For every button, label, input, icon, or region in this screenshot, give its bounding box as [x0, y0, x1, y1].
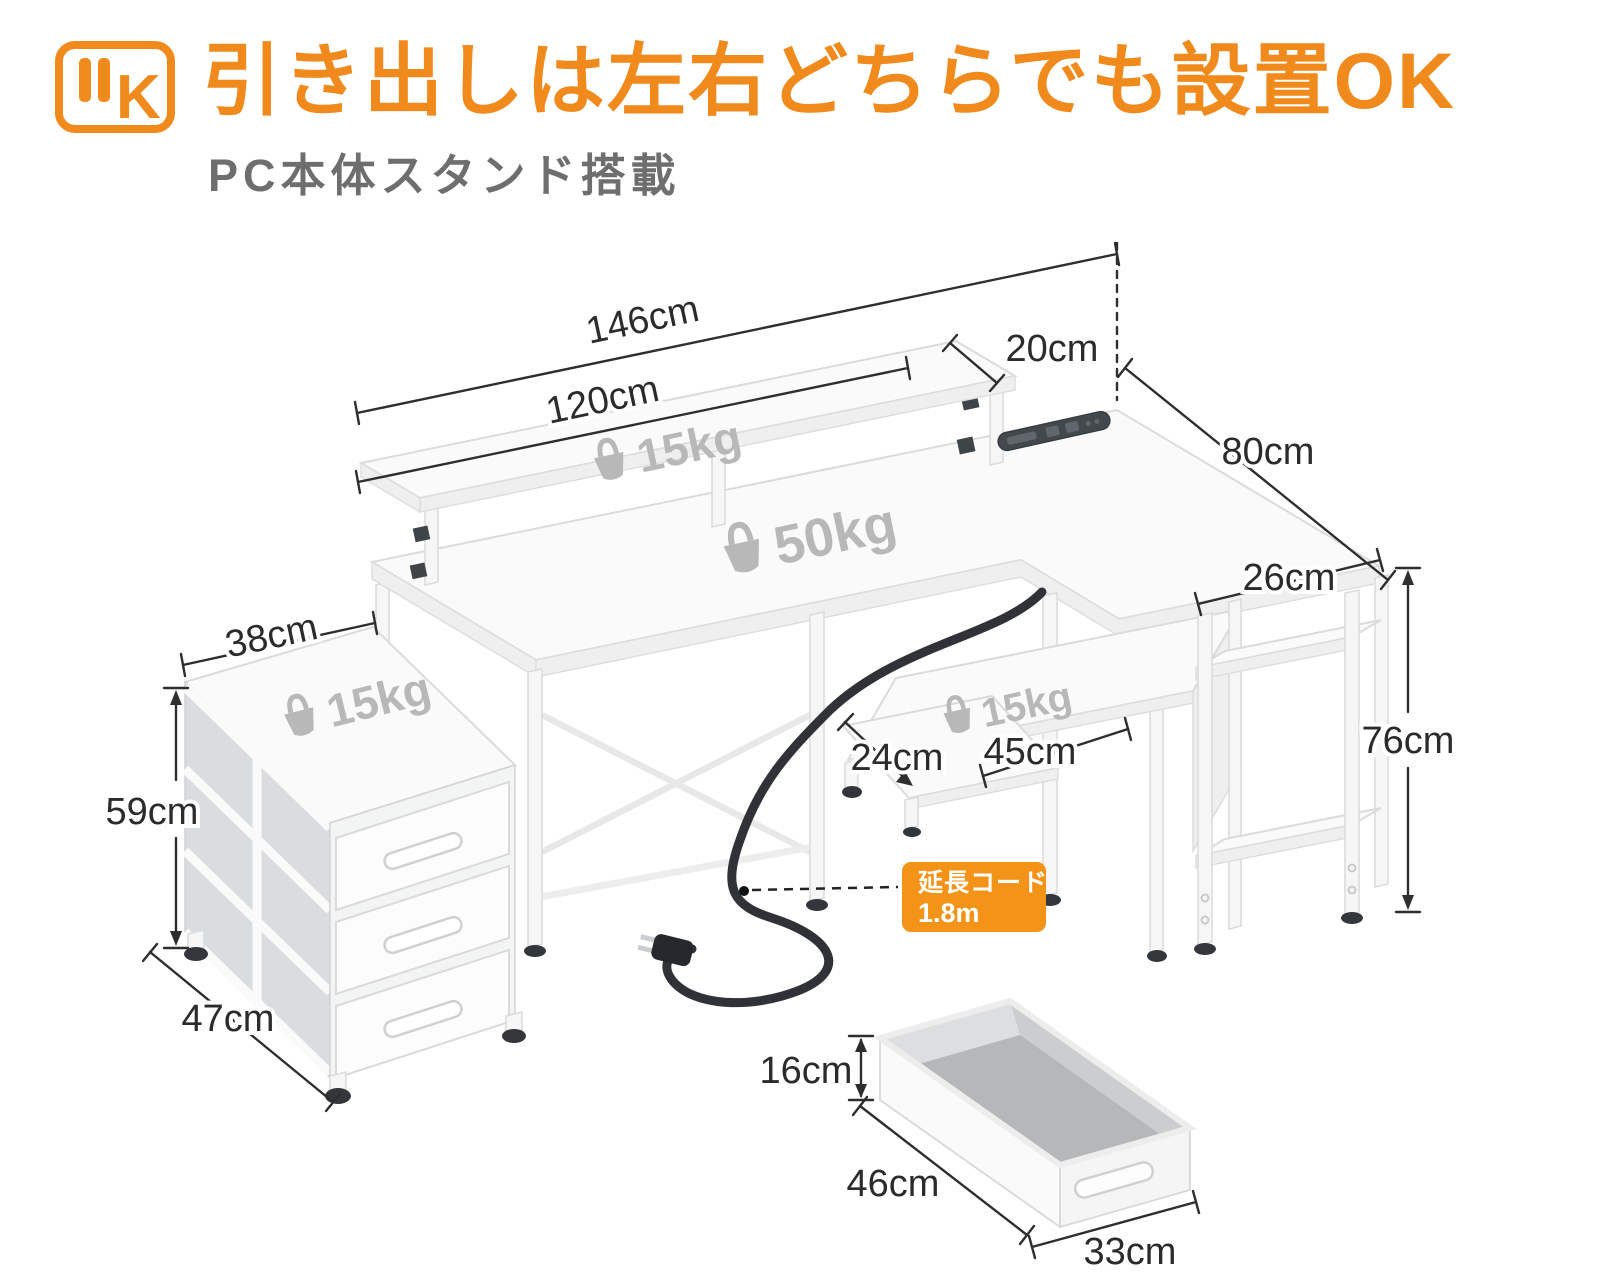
dim-monitor-shelf-depth: 20cm — [941, 324, 1102, 393]
page-subtitle: PC本体スタンド搭載 — [208, 149, 681, 201]
dim-mid-shelf-width: 45cm — [978, 716, 1133, 789]
drawer-leg — [505, 1010, 523, 1036]
desk-legs — [524, 592, 1061, 957]
dim-label-tower-shelf-depth: 26cm — [1243, 557, 1336, 599]
stretcher-bar — [534, 842, 818, 902]
leg-foot — [502, 1029, 526, 1043]
dim-lower-shelf-depth: 24cm — [836, 712, 947, 786]
monitor-shelf-left-edge — [360, 461, 421, 514]
cross-brace — [540, 712, 812, 855]
screw-hole — [1347, 885, 1357, 895]
dim-label-box-width: 33cm — [1084, 1231, 1177, 1273]
kettlebell-icon — [723, 521, 759, 573]
dim-box-width: 33cm — [1027, 1189, 1201, 1277]
dim-label-desk-width: 146cm — [582, 288, 702, 353]
leg-foot — [806, 899, 828, 911]
ok-badge-letter: K — [116, 63, 161, 132]
dim-label-box-length: 46cm — [847, 1163, 940, 1205]
power-cable — [637, 587, 1047, 1008]
cable — [662, 587, 1047, 1008]
dim-label-monitor-shelf-depth: 20cm — [1006, 328, 1099, 370]
kettlebell-icon — [593, 437, 624, 480]
dim-label-drawer-depth: 47cm — [182, 998, 275, 1040]
box-handle — [1073, 1161, 1155, 1199]
leg-foot — [184, 947, 208, 961]
kettlebell-icon — [943, 695, 970, 733]
mesh-frame — [181, 683, 334, 1077]
leg-foot — [1147, 950, 1167, 962]
power-plug-icon — [637, 934, 694, 967]
power-strip — [997, 410, 1111, 452]
dim-label-mid-shelf-width: 45cm — [984, 731, 1077, 773]
leg-foot — [903, 827, 921, 837]
dim-desk-height: 76cm — [1358, 566, 1458, 914]
drawer-handle — [383, 831, 463, 871]
cable-node — [739, 886, 749, 896]
dim-drawer-height: 59cm — [102, 686, 202, 950]
screw-hole — [1200, 893, 1210, 903]
callout-badge — [902, 862, 1046, 932]
ok-badge-frame — [55, 41, 175, 133]
dim-drawer-depth: 47cm — [141, 942, 342, 1113]
drawer-handle — [383, 999, 463, 1039]
dim-box-length: 46cm — [843, 1095, 1036, 1246]
dim-label-box-height: 16cm — [760, 1050, 853, 1092]
leg-foot — [524, 945, 546, 957]
dim-box-height: 16cm — [756, 1034, 875, 1102]
box-rim-lip — [873, 997, 1197, 1169]
dim-tower-shelf-depth: 26cm — [1193, 547, 1385, 617]
box-inner-wall — [880, 1001, 1020, 1068]
callout-line2: 1.8m — [918, 898, 980, 928]
shelf-support — [989, 386, 1004, 467]
dim-label-lower-shelf-depth: 24cm — [851, 737, 944, 779]
dim-label-side-depth: 80cm — [1222, 431, 1315, 473]
screw-hole — [1200, 915, 1210, 925]
desk-leg — [809, 611, 825, 902]
callout-line1: 延長コード — [917, 869, 1048, 897]
dim-label-drawer-height: 59cm — [106, 791, 199, 833]
shelf-leg — [1149, 695, 1164, 955]
ok-badge-bar — [98, 58, 110, 102]
callout-leader — [751, 885, 899, 892]
screw-hole — [1347, 863, 1357, 873]
tower-leg — [1197, 612, 1213, 946]
shelf-leg — [904, 795, 919, 831]
dim-side-depth: 80cm — [1116, 357, 1397, 591]
tower-leg — [1344, 589, 1360, 916]
drawer-unit — [181, 625, 526, 1104]
kettlebell-icon — [284, 693, 314, 736]
storage-tower — [1194, 573, 1389, 955]
page-title: 引き出しは左右どちらでも設置OK — [202, 36, 1457, 125]
shelf-support — [424, 505, 439, 587]
dim-label-desk-height: 76cm — [1362, 720, 1455, 762]
box-floor — [905, 1035, 1168, 1172]
desk-leg — [527, 668, 543, 948]
leg-foot — [1341, 912, 1363, 924]
leg-foot — [842, 786, 862, 798]
ok-badge-icon: K — [55, 41, 175, 133]
leg-foot — [1194, 943, 1216, 955]
drawer-handle — [383, 915, 463, 955]
header: K 引き出しは左右どちらでも設置OK PC本体スタンド搭載 — [54, 36, 1457, 204]
fabric-drawer-box: 16cm 46cm 33cm — [756, 997, 1201, 1277]
extension-cord-callout: 延長コード 1.8m — [751, 862, 1048, 932]
lower-shelf — [841, 694, 1060, 837]
ok-badge-bar — [79, 58, 91, 102]
shelf-leg — [844, 758, 859, 791]
drawer-leg — [187, 928, 205, 954]
